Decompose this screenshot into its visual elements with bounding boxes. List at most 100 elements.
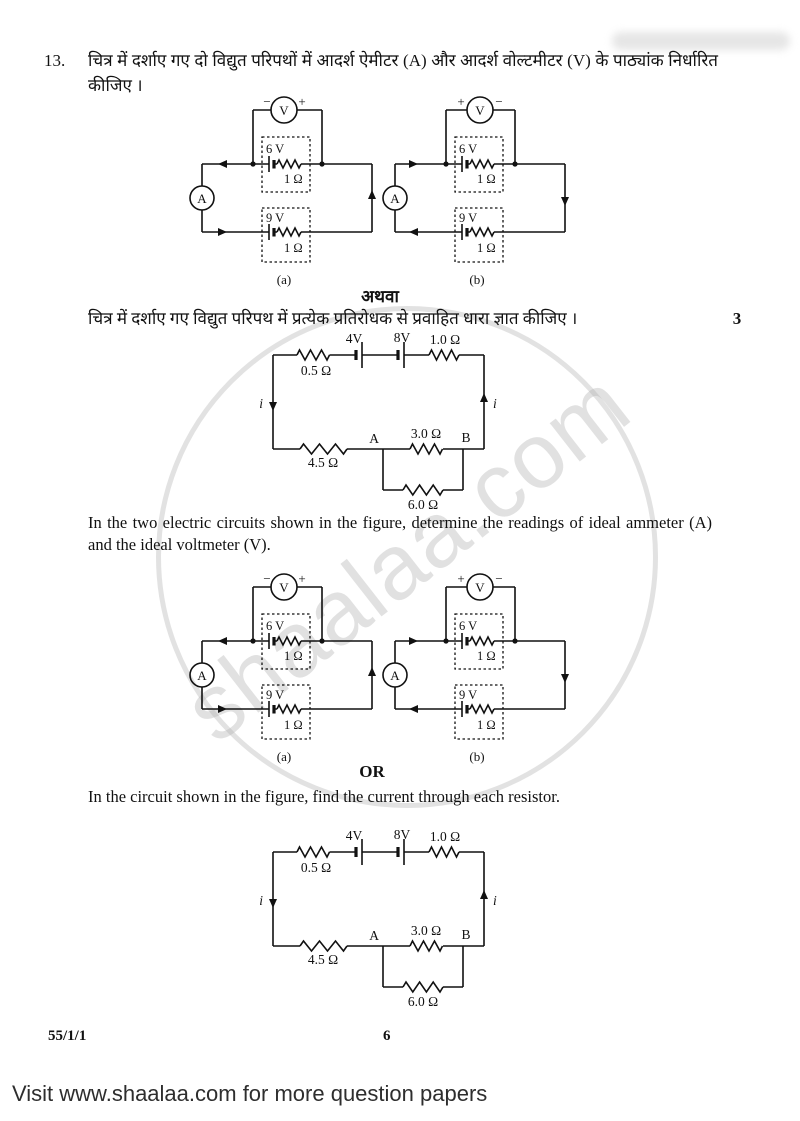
- cell-6v-resistance: 1 Ω: [284, 649, 303, 663]
- voltmeter-plus: +: [457, 572, 464, 586]
- current-i-right: i: [493, 893, 497, 908]
- network-labels: 4V 8V 1.0 Ω 0.5 Ω i i 4.5 Ω A 3.0 Ω B 6.…: [259, 330, 497, 512]
- figure-network-circuit-english: 4V 8V 1.0 Ω 0.5 Ω i i 4.5 Ω A 3.0 Ω B 6.…: [259, 827, 497, 1009]
- scan-smudge: [612, 32, 790, 50]
- cell-6v-label: 6 V: [266, 619, 284, 633]
- current-i-left: i: [259, 893, 263, 908]
- voltmeter-minus: −: [495, 95, 502, 109]
- circuit-a-labels: − + V A 6 V 1 Ω 9 V 1 Ω (a): [197, 572, 305, 764]
- voltmeter-label: V: [279, 580, 289, 595]
- cell-box-9v: [454, 207, 504, 263]
- question-text-hindi: चित्र में दर्शाए गए दो विद्युत परिपथों म…: [88, 51, 718, 95]
- current-i-left: i: [259, 396, 263, 411]
- figure-meter-circuits-english: − + V A 6 V 1 Ω 9 V 1 Ω (a) + − V A 6 V …: [189, 572, 569, 764]
- cell-6v-label: 6 V: [459, 619, 477, 633]
- resistor-3ohm-label: 3.0 Ω: [411, 426, 441, 441]
- ammeter-icon: [189, 662, 215, 688]
- circuit-b-markers: [409, 160, 569, 236]
- alt-question-english: In the circuit shown in the figure, find…: [88, 787, 560, 806]
- battery-8v-label: 8V: [394, 827, 411, 842]
- ammeter-label: A: [197, 668, 207, 683]
- resistor-1ohm-label: 1.0 Ω: [430, 829, 460, 844]
- voltmeter-icon: [466, 96, 494, 124]
- network-labels: 4V 8V 1.0 Ω 0.5 Ω i i 4.5 Ω A 3.0 Ω B 6.…: [259, 827, 497, 1009]
- circuit-b-labels: + − V A 6 V 1 Ω 9 V 1 Ω (b): [390, 572, 502, 764]
- cell-box-9v: [261, 684, 311, 740]
- caption-b: (b): [469, 749, 484, 764]
- current-arrow-up-icon: [368, 190, 376, 199]
- current-arrow-left-icon: [409, 705, 418, 713]
- current-arrow-right-icon: [409, 160, 418, 168]
- voltmeter-label: V: [279, 103, 289, 118]
- voltmeter-plus: +: [457, 95, 464, 109]
- cell-box-6v: [261, 136, 311, 193]
- voltmeter-plus: +: [298, 95, 305, 109]
- resistor-45ohm-label: 4.5 Ω: [308, 455, 338, 470]
- site-banner-text: Visit www.shaalaa.com for more question …: [12, 1081, 488, 1106]
- marks-badge: 3: [732, 309, 742, 328]
- cell-box-6v: [261, 613, 311, 670]
- cell-9v-resistance: 1 Ω: [477, 718, 496, 732]
- page-number: 6: [383, 1028, 391, 1044]
- node-a-label: A: [369, 928, 379, 943]
- voltmeter-label: V: [475, 103, 485, 118]
- resistor-05ohm-label: 0.5 Ω: [301, 363, 331, 378]
- voltmeter-plus: +: [298, 572, 305, 586]
- voltmeter-minus: −: [263, 572, 270, 586]
- ammeter-icon: [189, 185, 215, 211]
- current-arrow-left-icon: [218, 160, 227, 168]
- cell-9v-label: 9 V: [266, 211, 284, 225]
- cell-6v-label: 6 V: [459, 142, 477, 156]
- node-b-label: B: [461, 927, 470, 942]
- figure-network-circuit-hindi: 4V 8V 1.0 Ω 0.5 Ω i i 4.5 Ω A 3.0 Ω B 6.…: [259, 330, 497, 512]
- cell-box-9v: [454, 684, 504, 740]
- question-number: 13.: [44, 51, 66, 70]
- or-label-english: OR: [359, 762, 385, 781]
- resistor-6ohm-label: 6.0 Ω: [408, 994, 438, 1009]
- resistor-6ohm-label: 6.0 Ω: [408, 497, 438, 512]
- circuit-b-wires: [382, 573, 566, 740]
- caption-a: (a): [277, 749, 291, 764]
- ammeter-label: A: [390, 668, 400, 683]
- current-arrow-down-icon: [269, 899, 277, 908]
- caption-b: (b): [469, 272, 484, 287]
- current-arrow-down-icon: [561, 674, 569, 683]
- node-b-label: B: [461, 430, 470, 445]
- circuit-a-markers: [218, 160, 376, 236]
- cell-box-6v: [454, 136, 504, 193]
- resistor-45ohm-label: 4.5 Ω: [308, 952, 338, 967]
- current-arrow-right-icon: [218, 705, 227, 713]
- battery-4v-label: 4V: [346, 828, 363, 843]
- cell-9v-label: 9 V: [266, 688, 284, 702]
- cell-9v-resistance: 1 Ω: [284, 718, 303, 732]
- cell-box-6v: [454, 613, 504, 670]
- watermark-circle: shaalaa.com: [156, 306, 658, 808]
- voltmeter-icon: [270, 96, 298, 124]
- cell-6v-label: 6 V: [266, 142, 284, 156]
- current-arrow-left-icon: [218, 637, 227, 645]
- cell-9v-label: 9 V: [459, 688, 477, 702]
- question-text-english: In the two electric circuits shown in th…: [88, 513, 712, 554]
- cell-6v-resistance: 1 Ω: [477, 172, 496, 186]
- circuit-a-markers: [218, 637, 376, 713]
- current-arrow-right-icon: [218, 228, 227, 236]
- voltmeter-label: V: [475, 580, 485, 595]
- voltmeter-minus: −: [495, 572, 502, 586]
- network-markers: [269, 890, 488, 908]
- or-label-hindi: अथवा: [361, 287, 399, 306]
- current-arrow-up-icon: [480, 890, 488, 899]
- figure-meter-circuits-hindi: − + V A 6 V 1 Ω 9 V 1 Ω (a) + − V A 6 V …: [189, 95, 569, 287]
- ammeter-icon: [382, 185, 408, 211]
- circuit-a-labels: − + V A 6 V 1 Ω 9 V 1 Ω (a): [197, 95, 305, 287]
- circuit-b-markers: [409, 637, 569, 713]
- circuit-b-wires: [382, 96, 566, 263]
- current-arrow-up-icon: [480, 393, 488, 402]
- circuit-a-wires: [189, 96, 373, 263]
- battery-4v-label: 4V: [346, 331, 363, 346]
- voltmeter-minus: −: [263, 95, 270, 109]
- cell-9v-resistance: 1 Ω: [477, 241, 496, 255]
- cell-6v-resistance: 1 Ω: [284, 172, 303, 186]
- current-arrow-down-icon: [269, 402, 277, 411]
- voltmeter-icon: [466, 573, 494, 601]
